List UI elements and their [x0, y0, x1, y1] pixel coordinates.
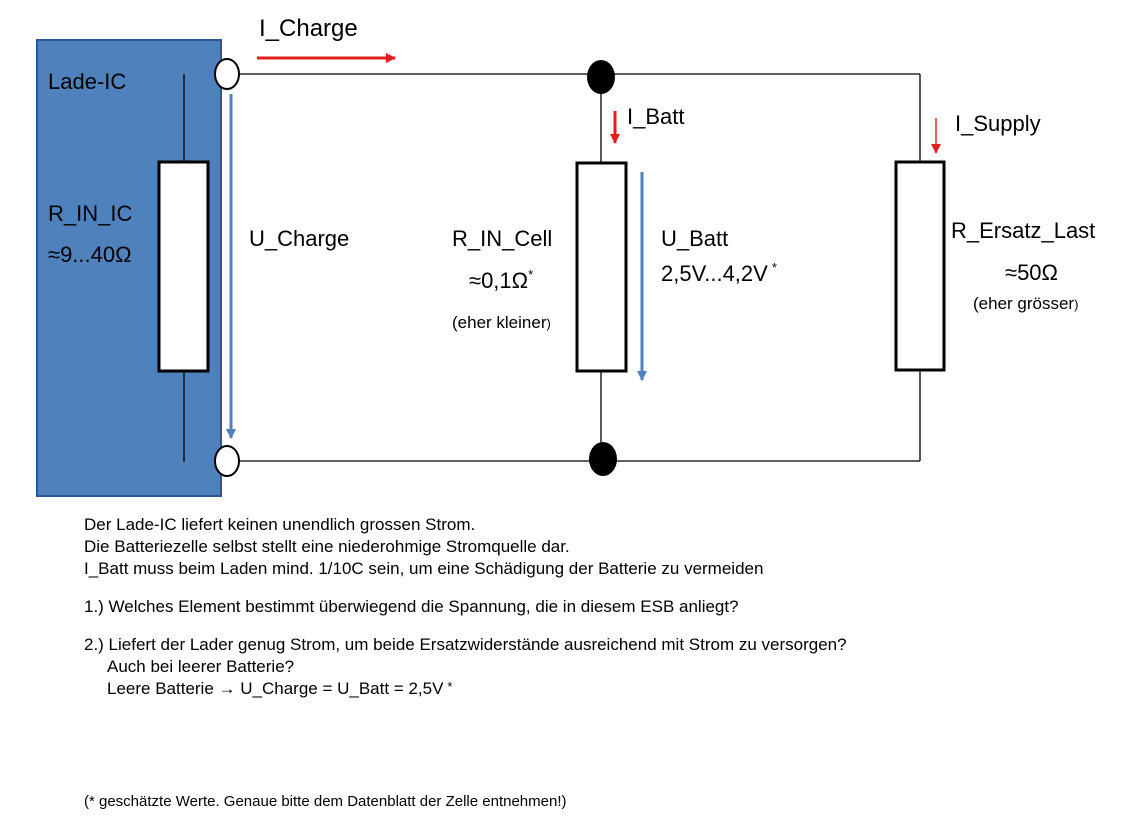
u-batt-value: 2,5V...4,2V*: [661, 260, 777, 286]
question-2: 2.) Liefert der Lader genug Strom, um be…: [84, 635, 847, 654]
u-batt-value-text: 2,5V...4,2V: [661, 261, 768, 286]
r-ersatz-last-note-text: (eher grösser: [973, 294, 1075, 313]
i-batt-label: I_Batt: [627, 104, 685, 129]
u-charge-label: U_Charge: [249, 226, 350, 251]
r-ersatz-last-note: (eher grösser): [973, 295, 1078, 312]
r-in-cell-value: ≈0,1Ω*: [469, 267, 534, 293]
i-supply-label: I_Supply: [955, 111, 1041, 136]
question-2-sub-1: Auch bei leerer Batterie?: [107, 657, 295, 676]
r-in-cell-value-text: ≈0,1Ω: [469, 268, 529, 293]
u-batt-label: U_Batt: [661, 226, 729, 251]
r-ersatz-last-note-close: ): [1074, 297, 1079, 312]
terminal-top: [214, 58, 240, 90]
footnote: (* geschätzte Werte. Genaue bitte dem Da…: [84, 793, 567, 810]
resistor-r-in-cell: [575, 161, 628, 373]
notes-block: Der Lade-IC liefert keinen unendlich gro…: [84, 514, 1084, 700]
r-in-cell-mark: *: [528, 267, 534, 282]
r-in-cell-label: R_IN_Cell: [452, 226, 553, 251]
r-in-cell-note-close: ): [546, 316, 551, 331]
r-ersatz-last-label: R_Ersatz_Last: [951, 218, 1096, 243]
resistor-r-in-ic: [157, 160, 210, 373]
question-1: 1.) Welches Element bestimmt überwiegend…: [84, 597, 739, 616]
r-ersatz-last-value: ≈50Ω: [1005, 260, 1058, 285]
terminal-bottom: [214, 445, 240, 477]
note-line-3: I_Batt muss beim Laden mind. 1/10C sein,…: [84, 559, 764, 578]
junction-bottom: [589, 442, 617, 476]
resistor-r-ersatz-last: [894, 160, 946, 372]
r-in-cell-note-text: (eher kleiner: [452, 313, 547, 332]
r-in-ic-value: ≈9...40Ω: [48, 242, 132, 267]
lade-ic-title: Lade-IC: [48, 69, 127, 94]
u-batt-mark: *: [771, 260, 777, 275]
r-in-ic-label: R_IN_IC: [48, 201, 133, 226]
note-line-1: Der Lade-IC liefert keinen unendlich gro…: [84, 515, 476, 534]
question-2-sub-2-text: Leere Batterie → U_Charge = U_Batt = 2,5…: [107, 679, 444, 698]
note-line-2: Die Batteriezelle selbst stellt eine nie…: [84, 537, 570, 556]
question-2-sub-2-mark: *: [447, 679, 453, 694]
i-charge-label: I_Charge: [259, 15, 358, 42]
r-in-cell-note: (eher kleiner): [452, 314, 551, 331]
question-2-sub-2: Leere Batterie → U_Charge = U_Batt = 2,5…: [84, 678, 1084, 700]
junction-top: [587, 60, 615, 94]
